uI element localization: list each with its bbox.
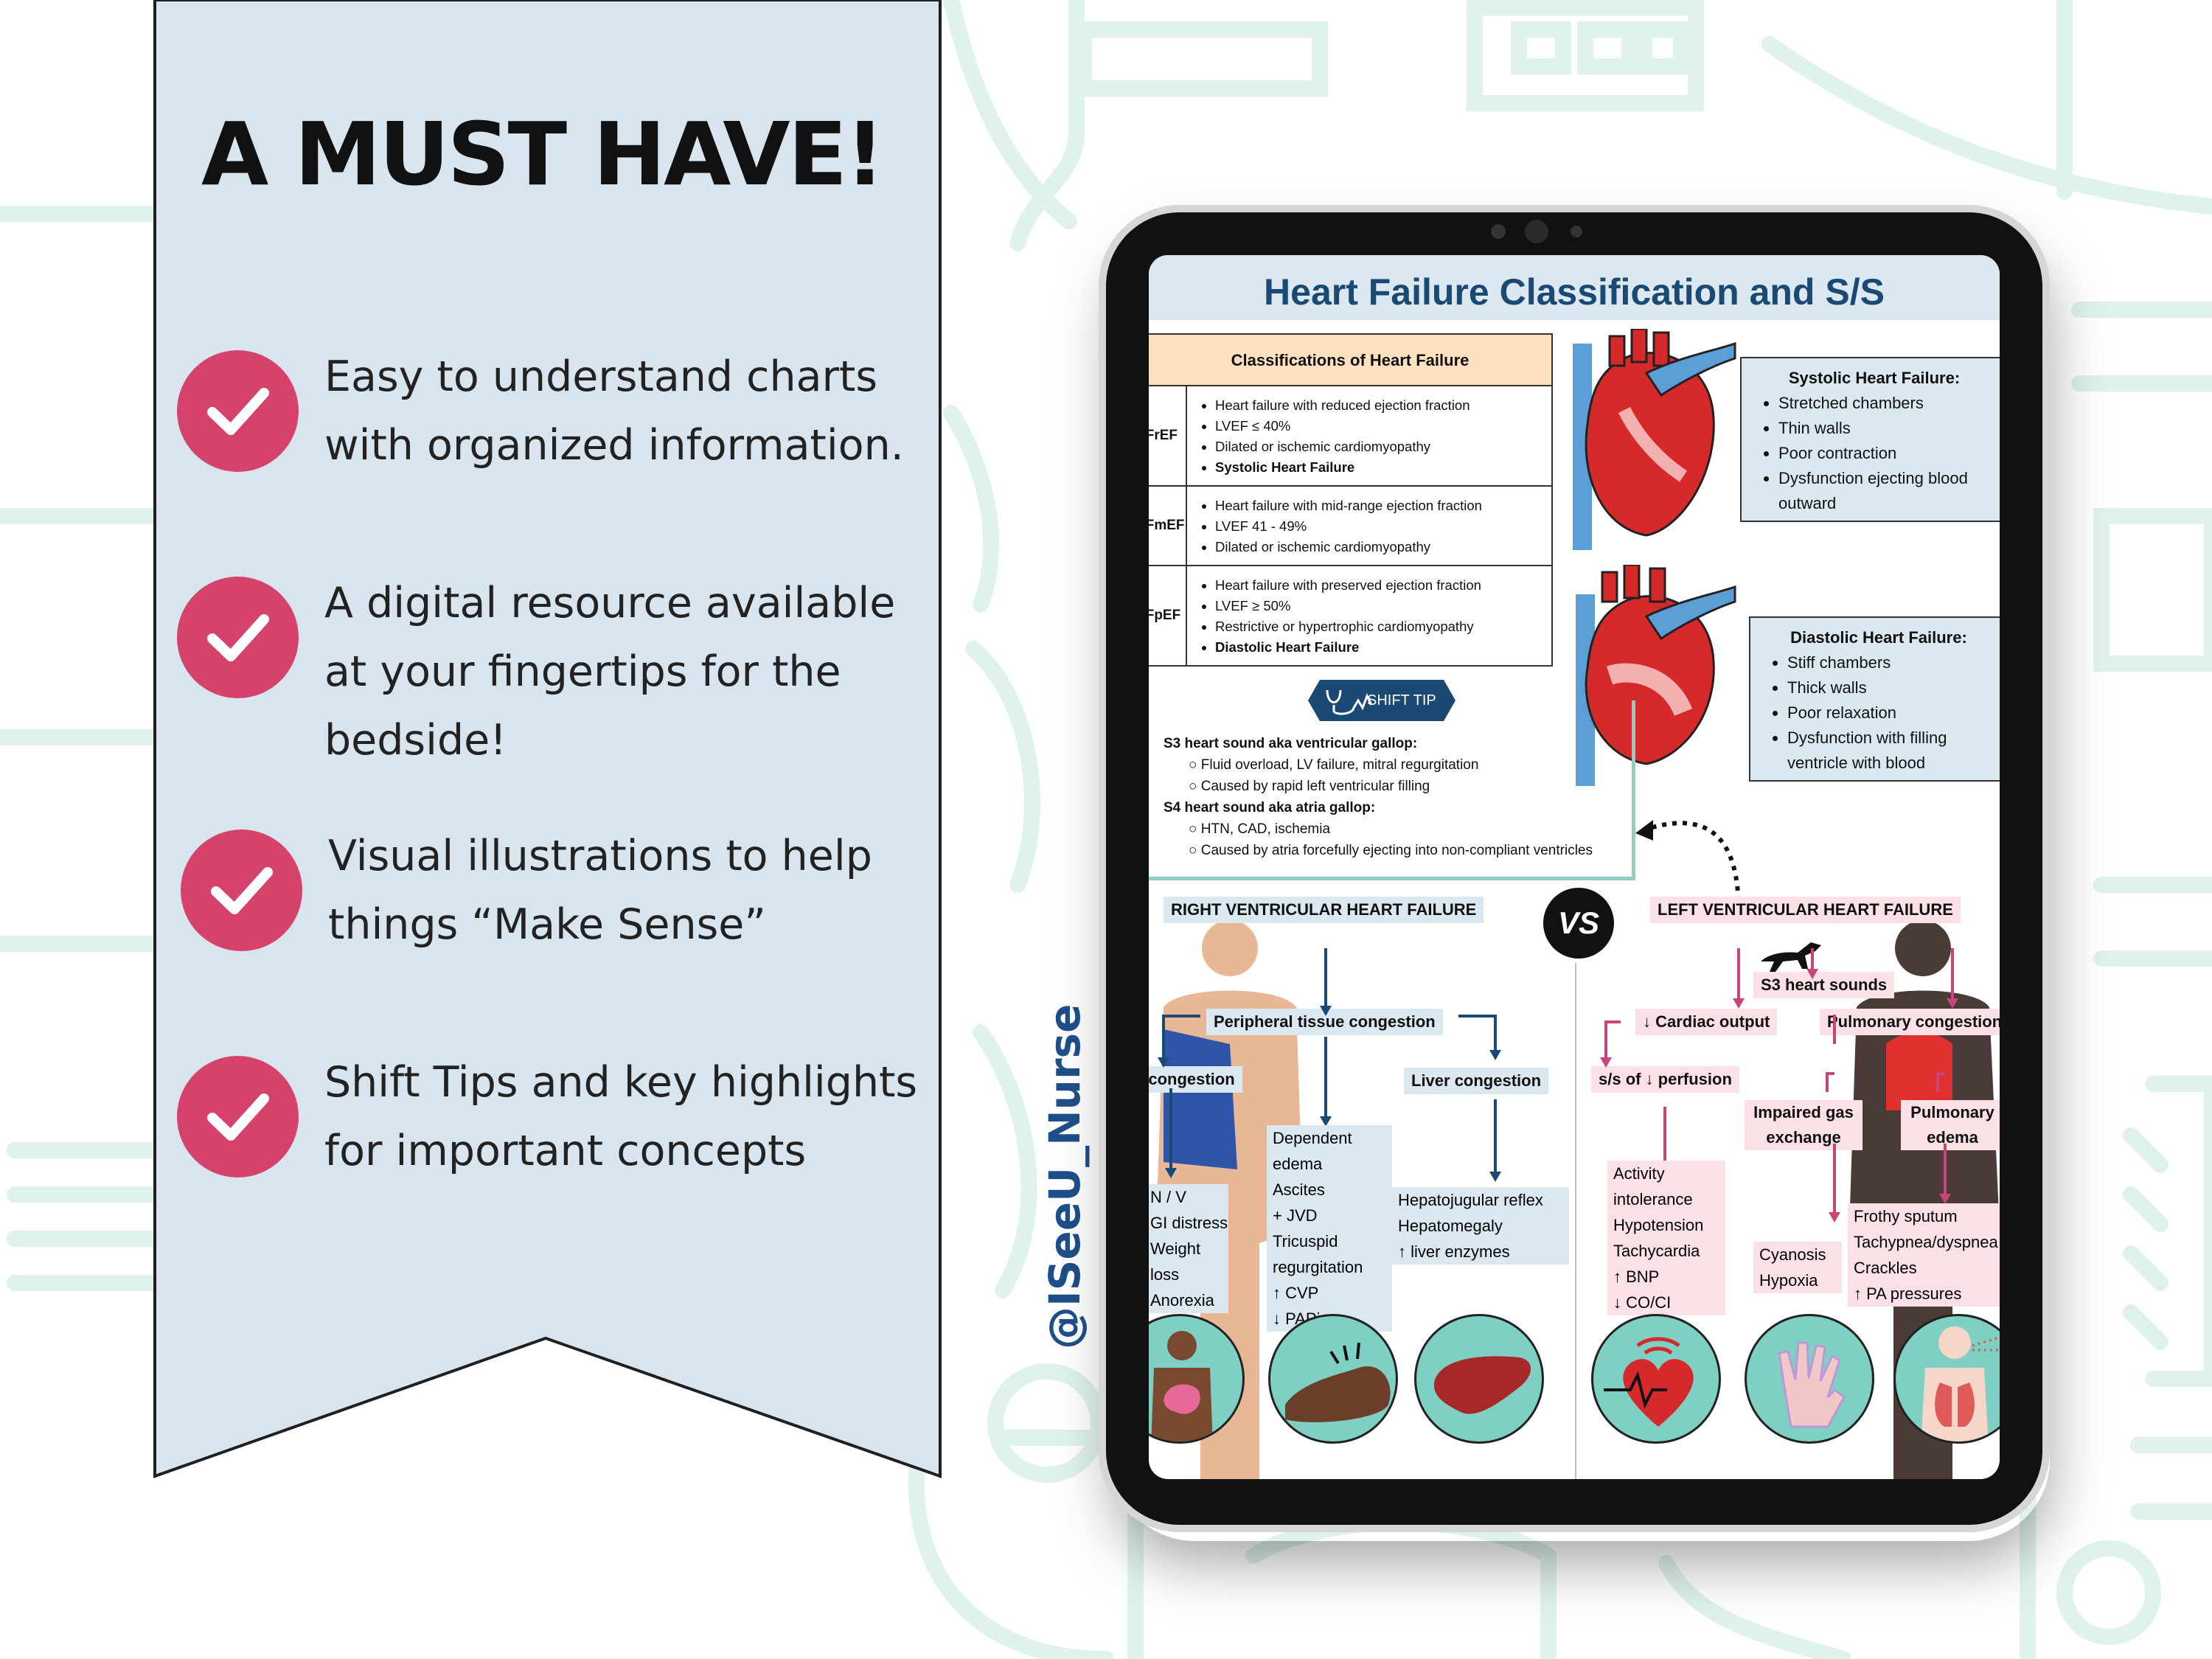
list-item: Dilated or ischemic cardiomyopathy — [1215, 537, 1545, 557]
lungs-icon — [1893, 1314, 2000, 1444]
classification-abbr: HFmEF — [1149, 487, 1187, 565]
s3-sounds-label: S3 heart sounds — [1753, 972, 1895, 998]
liver-congestion-label: Liver congestion — [1404, 1068, 1549, 1094]
sheet-title: Heart Failure Classification and S/S — [1149, 255, 2000, 320]
classification-row: HFrEF Heart failure with reduced ejectio… — [1149, 386, 1551, 487]
dotted-arrow — [1635, 820, 1741, 912]
feature-item: Visual illustrations to help things “Mak… — [177, 830, 944, 1051]
vs-badge: VS — [1543, 888, 1614, 959]
systolic-box: Systolic Heart Failure: Stretched chambe… — [1740, 357, 2000, 522]
diastolic-box: Diastolic Heart Failure: Stiff chambers … — [1749, 616, 2000, 782]
tablet-screen[interactable]: Heart Failure Classification and S/S Cla… — [1149, 255, 2000, 1479]
pulmonary-edema-label: Pulmonary edema — [1901, 1100, 2000, 1150]
feature-banner: A MUST HAVE! Easy to understand charts w… — [0, 0, 959, 1497]
s4-heading: S4 heart sound aka atria gallop: — [1164, 800, 1376, 815]
liver-icon — [1414, 1314, 1544, 1444]
list-item: Restrictive or hypertrophic cardiomyopat… — [1215, 616, 1545, 637]
list-item: LVEF 41 - 49% — [1215, 516, 1545, 537]
list-item: Dysfunction ejecting blood outward — [1778, 466, 1989, 516]
feature-text: Visual illustrations to help things “Mak… — [328, 832, 872, 949]
list-item: Stretched chambers — [1778, 391, 1989, 416]
list-item: Stiff chambers — [1787, 650, 1989, 675]
list-item: Dilated or ischemic cardiomyopathy — [1215, 437, 1545, 457]
list-item: LVEF ≤ 40% — [1215, 416, 1545, 437]
checkmark-icon — [177, 1056, 299, 1178]
peripheral-symptoms: Dependent edema Ascites + JVD Tricuspid … — [1267, 1125, 1392, 1332]
list-item: Heart failure with preserved ejection fr… — [1215, 575, 1545, 596]
feature-text: Easy to understand charts with organized… — [324, 352, 904, 470]
list-item: Thick walls — [1787, 675, 1989, 700]
gas-exchange-label: Impaired gas exchange — [1745, 1100, 1863, 1150]
banner-title: A MUST HAVE! — [201, 103, 885, 205]
pulmonary-congestion-label: Pulmonary congestion — [1820, 1009, 2000, 1035]
gas-exchange-symptoms: Cyanosis Hypoxia — [1753, 1242, 1842, 1293]
rvhf-title: RIGHT VENTRICULAR HEART FAILURE — [1164, 897, 1484, 923]
classification-abbr: HFpEF — [1149, 566, 1187, 665]
horse-icon — [1761, 942, 1821, 972]
classification-header: Classifications of Heart Failure — [1149, 335, 1551, 386]
lvhf-title: LEFT VENTRICULAR HEART FAILURE — [1650, 897, 1961, 923]
perfusion-label: s/s of ↓ perfusion — [1591, 1066, 1739, 1093]
shift-tip-content: S3 heart sound aka ventricular gallop: ○… — [1164, 736, 1593, 858]
gi-symptoms: N / V GI distress Weight loss Anorexia — [1149, 1184, 1228, 1313]
gi-congestion-label: GI congestion — [1149, 1066, 1242, 1093]
checkmark-icon — [177, 350, 299, 472]
lvhf-flow-arrows — [1600, 948, 1958, 1222]
liver-symptoms: Hepatojugular reflex Hepatomegaly ↑ live… — [1392, 1187, 1569, 1265]
stethoscope-icon — [1326, 689, 1373, 715]
heart-illustration-diastolic — [1576, 565, 1736, 786]
rvhf-flow-arrows — [1158, 948, 1501, 1182]
list-item: Poor relaxation — [1787, 700, 1989, 726]
list-item: Heart failure with mid-range ejection fr… — [1215, 495, 1545, 516]
list-item: Thin walls — [1778, 416, 1989, 441]
feature-item: Easy to understand charts with organized… — [177, 350, 944, 571]
classification-table: Classifications of Heart Failure HFrEF H… — [1149, 333, 1553, 667]
list-item: Dysfunction with filling ventricle with … — [1787, 726, 1989, 776]
list-item: Systolic Heart Failure — [1215, 457, 1545, 478]
list-item: LVEF ≥ 50% — [1215, 596, 1545, 616]
heart-ekg-icon — [1591, 1314, 1721, 1444]
body-silhouette-right — [1156, 920, 1304, 1479]
shift-tip-box — [1149, 700, 1635, 880]
camera-lens-icon — [1525, 220, 1548, 243]
classification-abbr: HFrEF — [1149, 386, 1187, 485]
cardiac-output-label: ↓ Cardiac output — [1635, 1009, 1778, 1035]
creator-handle: @ISeeU_Nurse — [1040, 1004, 1090, 1349]
list-item: Heart failure with reduced ejection frac… — [1215, 395, 1545, 416]
edema-foot-icon — [1268, 1314, 1398, 1444]
classification-row: HFmEF Heart failure with mid-range eject… — [1149, 487, 1551, 566]
banner-shape — [153, 0, 942, 1478]
s3-heading: S3 heart sound aka ventricular gallop: — [1164, 736, 1418, 751]
list-item: Poor contraction — [1778, 441, 1989, 466]
column-divider — [1575, 963, 1576, 1479]
feature-text: Shift Tips and key highlights for import… — [324, 1058, 918, 1175]
camera-dot — [1491, 224, 1506, 239]
feature-item: Shift Tips and key highlights for import… — [177, 1056, 944, 1277]
checkmark-icon — [181, 830, 302, 951]
pulmonary-edema-symptoms: Frothy sputum Tachypnea/dyspnea Crackles… — [1848, 1203, 2000, 1307]
heart-illustration-systolic — [1573, 329, 1736, 550]
sensor-dot — [1571, 226, 1582, 237]
feature-text: A digital resource available at your fin… — [324, 579, 896, 765]
list-item: Diastolic Heart Failure — [1215, 637, 1545, 658]
checkmark-icon — [177, 577, 299, 698]
perfusion-symptoms: Activity intolerance Hypotension Tachyca… — [1607, 1161, 1725, 1315]
cyanotic-hand-icon — [1745, 1314, 1874, 1444]
feature-item: A digital resource available at your fin… — [177, 577, 944, 798]
classification-row: HFpEF Heart failure with preserved eject… — [1149, 566, 1551, 665]
shift-tip-badge: SHIFT TIP — [1308, 680, 1455, 721]
